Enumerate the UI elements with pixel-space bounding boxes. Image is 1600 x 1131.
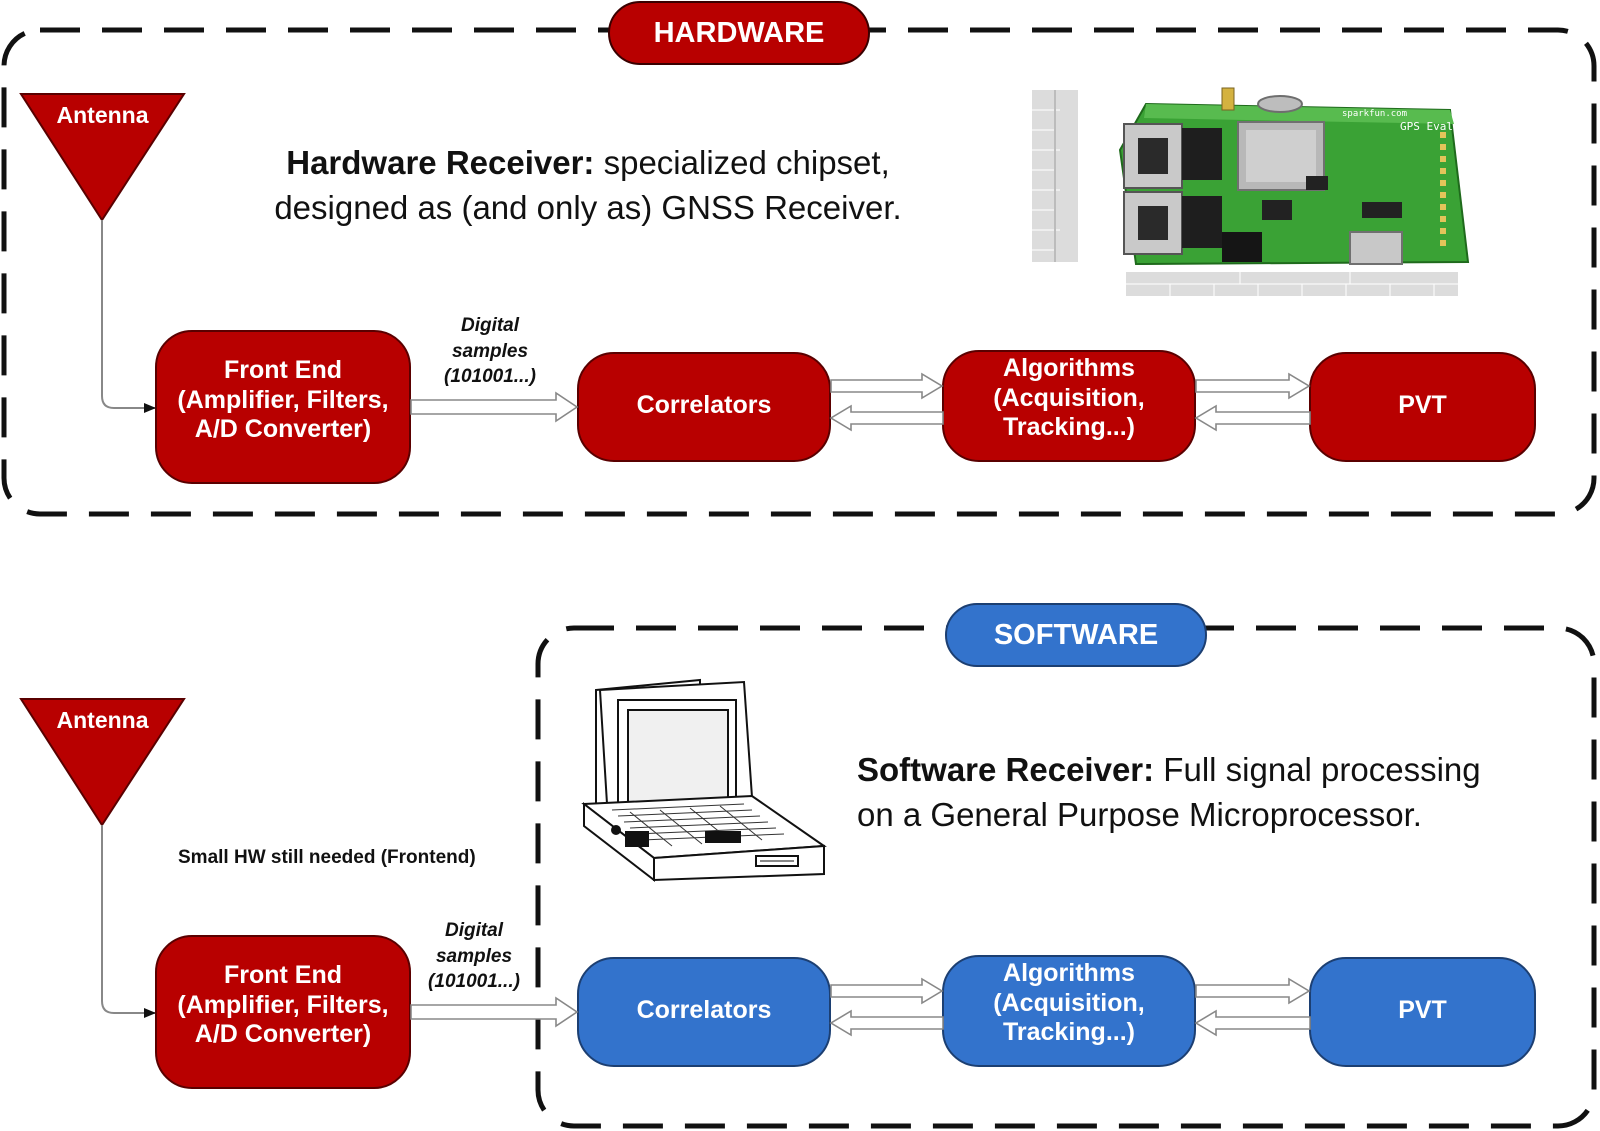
software-group-border [535,625,1597,1129]
sw-pvt-to-algo-arrow [1194,1009,1311,1037]
hw-samples-arrow [410,391,579,423]
sw-front-end-line1: Front End [223,961,343,989]
sw-algo-to-corr-arrow [829,1009,944,1037]
sw-correlators-label: Correlators [636,996,772,1024]
hw-samples-label: Digital samples (101001...) [424,313,556,390]
sw-front-end-block [155,935,411,1089]
hw-pvt-to-algo-arrow [1194,404,1311,432]
sw-samples-line2: samples [435,945,513,967]
hw-description-bold: Hardware Receiver: [286,144,595,181]
laptop-illustration [581,678,827,883]
sw-samples-line1: Digital [444,920,504,941]
hw-algo-to-corr-arrow [829,404,944,432]
hw-front-end-line2: (Amplifier, Filters, [177,385,389,414]
sw-algorithms-line1: Algorithms [1003,959,1135,987]
hw-algorithms-line3: Tracking...) [1003,413,1135,441]
board-title-text: GPS Eval [1400,120,1453,133]
hw-description-line1: specialized chipset, [594,144,890,181]
hw-corr-to-algo-arrow [830,372,944,400]
hw-algorithms-line1: Algorithms [1003,354,1135,382]
hw-front-end-line3: A/D Converter) [194,415,372,443]
hw-correlators-label: Correlators [636,391,772,419]
software-section-label: SOFTWARE [945,603,1207,667]
sw-antenna-triangle [19,698,186,827]
sw-antenna-label: Antenna [56,707,149,733]
sw-algorithms-line3: Tracking...) [1003,1018,1135,1046]
hw-front-end-line1: Front End [223,356,343,384]
sw-algorithms-label: Algorithms (Acquisition, Tracking...) [943,959,1195,1048]
sw-algorithms-line2: (Acquisition, [993,988,1145,1017]
sw-algo-to-pvt-arrow [1195,977,1311,1005]
sw-description: Software Receiver: Full signal processin… [857,748,1481,837]
sw-pvt-label: PVT [1398,996,1447,1024]
hw-samples-line2: samples [451,340,529,362]
sw-samples-arrow [410,996,579,1028]
board-brand-text: sparkfun.com [1342,109,1407,119]
hw-description: Hardware Receiver: specialized chipset, … [228,141,948,230]
sw-samples-line3: (101001...) [428,971,520,993]
sw-description-line2: on a General Purpose Microprocessor. [857,795,1422,833]
gps-board-illustration: sparkfun.com GPS Eval [1032,87,1470,296]
hw-samples-line3: (101001...) [444,366,536,388]
hw-description-line2: designed as (and only as) GNSS Receiver. [274,188,902,226]
sw-front-end-label: Front End (Amplifier, Filters, A/D Conve… [156,961,410,1050]
hw-antenna-label: Antenna [56,102,149,128]
sw-description-line1: Full signal processing [1154,751,1481,788]
sw-corr-to-algo-arrow [830,977,944,1005]
hw-algorithms-line2: (Acquisition, [993,383,1145,412]
sw-front-end-line3: A/D Converter) [194,1020,372,1048]
hw-algo-to-pvt-arrow [1195,372,1311,400]
sw-algorithms-block [942,955,1196,1067]
sw-hw-needed-note: Small HW still needed (Frontend) [178,847,476,868]
sw-description-bold: Software Receiver: [857,751,1155,788]
sw-pvt-block [1309,957,1536,1067]
hw-pvt-block [1309,352,1536,462]
hw-samples-line1: Digital [460,315,520,336]
sw-front-end-line2: (Amplifier, Filters, [177,990,389,1019]
hw-pvt-label: PVT [1398,391,1447,419]
hw-antenna-feed-line [101,220,156,413]
sw-samples-label: Digital samples (101001...) [408,918,540,995]
hw-front-end-label: Front End (Amplifier, Filters, A/D Conve… [156,356,410,445]
hw-front-end-block [155,330,411,484]
hw-antenna-triangle [19,93,186,222]
hw-algorithms-block [942,350,1196,462]
hardware-section-label: HARDWARE [608,1,870,65]
hw-algorithms-label: Algorithms (Acquisition, Tracking...) [943,354,1195,443]
sw-antenna-feed-line [101,825,156,1018]
